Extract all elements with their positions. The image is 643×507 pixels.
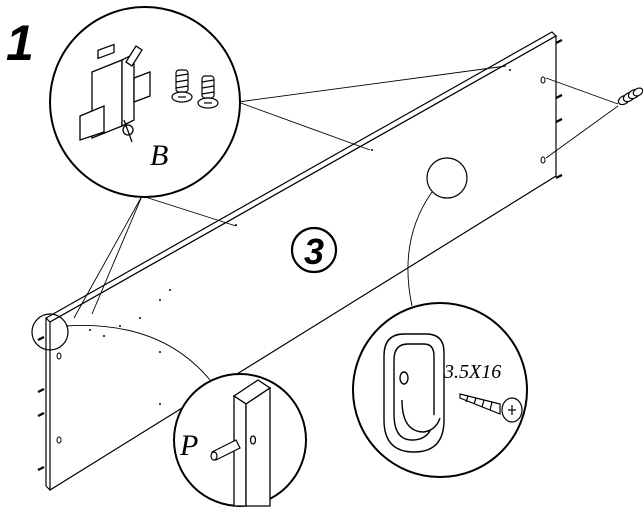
hook-leader [407,191,433,307]
fitting-leaders [73,65,507,319]
panel-number: 3 [304,231,324,272]
panel-number-badge: 3 [290,226,338,274]
dowel-pin-icon [210,439,241,461]
dowel-label: P [179,429,198,462]
cam-bolt-icon [617,87,643,106]
left-dowels [37,336,45,471]
fitting-callout: B [49,6,241,198]
right-dowels [555,39,563,179]
screw-size-label: 3.5X16 [443,361,501,383]
dowel-leader [65,325,211,381]
screws-pair-icon [171,69,219,109]
panel-holes [89,69,511,405]
bracket-fitting-icon [79,43,151,143]
board-edge-icon [232,379,272,507]
step-number: 1 [6,15,34,71]
panel-edge-holes [56,76,546,444]
hook-callout: 3.5X16 [352,302,528,478]
dowel-callout: P [173,373,307,507]
fitting-label: B [150,139,168,172]
hook-icon [383,333,445,453]
hook-target-marker [426,157,468,199]
cam-leader-lines [545,77,619,159]
dowel-target-marker [31,313,69,351]
wood-screw-icon [459,393,523,423]
